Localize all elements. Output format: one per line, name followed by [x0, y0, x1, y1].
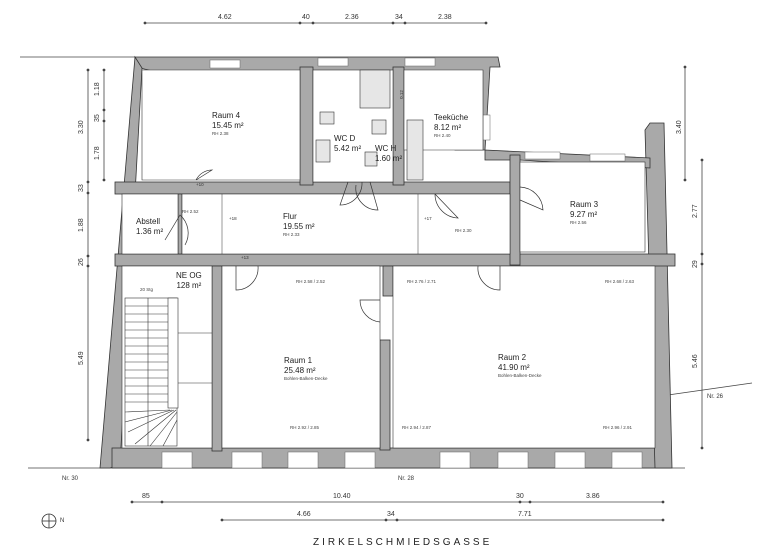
room-wcd: WC D 5.42 m²	[334, 134, 361, 154]
rh-raum1-top: RH 2.58 / 2.52	[296, 279, 326, 284]
neighbor-right: Nr. 26	[707, 394, 724, 400]
dim-bottom-3: 30	[516, 493, 524, 500]
rh-raum2-top-left: RH 2.76 / 2.71	[407, 279, 437, 284]
room-abstell: Abstell 1.36 m²	[136, 217, 163, 237]
dim-left-2: 33	[78, 184, 85, 192]
room-height: RH 2.33	[283, 232, 300, 237]
level-raum4: +10	[196, 182, 204, 187]
room-wch: WC H 1.60 m²	[375, 144, 402, 164]
room-name: Raum 2	[498, 353, 527, 362]
rh-raum2-bottom-right: RH 2.96 / 2.91	[603, 425, 633, 430]
level-flur-mid: +13	[241, 255, 249, 260]
dim-right-1: 3.40	[676, 120, 683, 134]
dim-left-5: 5.49	[78, 351, 85, 365]
room-name: Teeküche	[434, 113, 469, 122]
stair-steps-label: 20 Stg	[140, 287, 154, 292]
dim-left-inner-1: 1.18	[94, 82, 101, 96]
room-raum2: Raum 2 41.90 m² Bohlen-Balken-Decke	[498, 353, 542, 379]
room-name: Raum 4	[212, 111, 241, 120]
dim-left-4: 26	[78, 258, 85, 266]
room-teekueche: Teeküche 8.12 m² RH 2.40	[434, 113, 468, 139]
room-flur: Flur 19.55 m² RH 2.33	[283, 212, 315, 238]
room-raum3: Raum 3 9.27 m² RH 2.56	[570, 200, 598, 226]
room-area: 25.48 m²	[284, 366, 316, 375]
room-name: Flur	[283, 212, 297, 221]
room-area: 1.60 m²	[375, 154, 403, 163]
dim-right-inner-1: 2.77	[692, 204, 699, 218]
dim-top-1: 4.62	[218, 14, 232, 21]
room-area: 128 m²	[176, 281, 202, 290]
dim-top-2: 40	[302, 14, 310, 21]
room-area: 41.90 m²	[498, 363, 530, 372]
dim-left-1: 3.30	[78, 120, 85, 134]
compass-icon	[41, 513, 57, 529]
room-area: 5.42 m²	[334, 144, 362, 153]
room-neog: NE OG 128 m²	[176, 271, 202, 291]
street-name: ZIRKELSCHMIEDSGASSE	[313, 537, 493, 548]
room-area: 9.27 m²	[570, 210, 598, 219]
room-name: Raum 1	[284, 356, 313, 365]
rh-flur-right: RH 2.30	[455, 228, 472, 233]
room-name: Raum 3	[570, 200, 599, 209]
room-name: Abstell	[136, 217, 161, 226]
room-raum4: Raum 4 15.45 m² RH 2.38	[212, 111, 244, 137]
dim-right-inner-3: 5.46	[692, 354, 699, 368]
room-area: 15.45 m²	[212, 121, 244, 130]
dim-bottom-2: 10.40	[333, 493, 351, 500]
dim-left-inner-2: 35	[94, 114, 101, 122]
dim-left-3: 1.88	[78, 218, 85, 232]
room-area: 19.55 m²	[283, 222, 315, 231]
room-name: WC H	[375, 144, 397, 153]
level-flur-left: +18	[229, 216, 237, 221]
dim-right-inner-2: 29	[692, 260, 699, 268]
rh-flur-left: RH 2.52	[182, 209, 199, 214]
dim-top-4: 34	[395, 14, 403, 21]
room-raum1: Raum 1 25.48 m² Bohlen-Balken-Decke	[284, 356, 328, 382]
dim-top-5: 2.38	[438, 14, 452, 21]
dim-bottom-4: 3.86	[586, 493, 600, 500]
room-name: NE OG	[176, 271, 202, 280]
room-ceiling: Bohlen-Balken-Decke	[498, 373, 542, 378]
dim-left-inner-3: 1.78	[94, 146, 101, 160]
neighbor-center: Nr. 28	[398, 476, 415, 482]
dim-bottom-7: 7.71	[518, 511, 532, 518]
level-flur-right: +17	[424, 216, 432, 221]
room-height: RH 2.56	[570, 220, 587, 225]
compass-label: N	[60, 518, 65, 524]
dim-top-3: 2.36	[345, 14, 359, 21]
room-height: RH 2.38	[212, 131, 229, 136]
room-area: 8.12 m²	[434, 123, 462, 132]
shower-label: 0.12	[398, 90, 404, 99]
rh-raum2-bottom-left: RH 2.94 / 2.87	[402, 425, 432, 430]
dim-bottom-1: 85	[142, 493, 150, 500]
neighbor-left: Nr. 30	[62, 476, 79, 482]
room-height: RH 2.40	[434, 133, 451, 138]
room-ceiling: Bohlen-Balken-Decke	[284, 376, 328, 381]
rh-raum2-top-right: RH 2.68 / 2.63	[605, 279, 635, 284]
rh-raum1-bottom: RH 2.92 / 2.85	[290, 425, 320, 430]
dim-bottom-6: 34	[387, 511, 395, 518]
room-name: WC D	[334, 134, 356, 143]
dim-bottom-5: 4.66	[297, 511, 311, 518]
room-area: 1.36 m²	[136, 227, 164, 236]
